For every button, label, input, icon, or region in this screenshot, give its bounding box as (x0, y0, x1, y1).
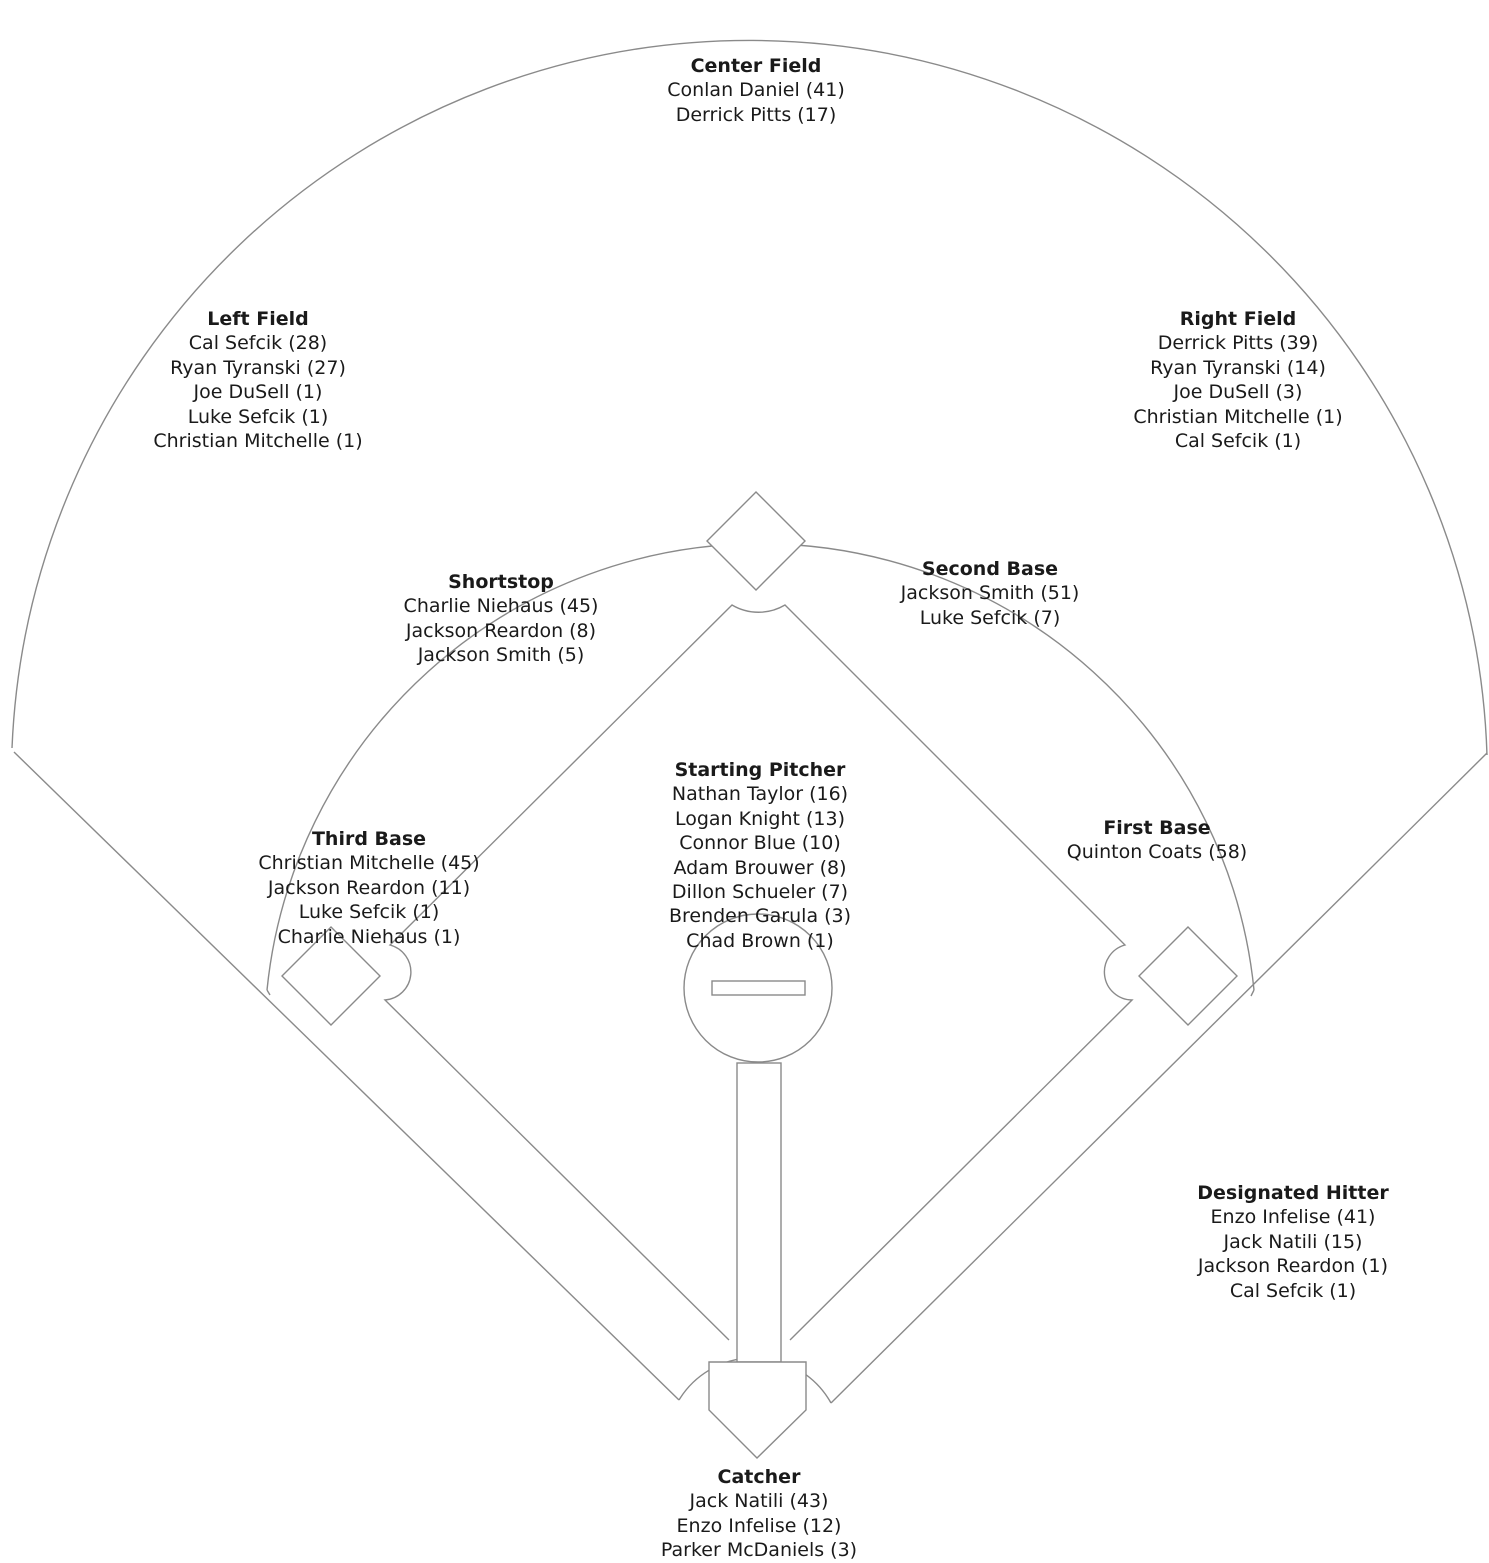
player-entry: Jackson Smith (5) (417, 644, 585, 667)
inner-diamond (383, 604, 1134, 1341)
player-entry: Chad Brown (1) (686, 929, 834, 952)
player-entry: Ryan Tyranski (14) (1150, 356, 1326, 379)
player-entry: Joe DuSell (1) (193, 381, 323, 404)
position-title: Shortstop (448, 571, 554, 593)
pitchers-rubber (711, 980, 806, 996)
player-entry: Derrick Pitts (17) (675, 103, 837, 126)
position-title: Third Base (311, 828, 427, 850)
player-entry: Jackson Smith (51) (900, 582, 1080, 605)
player-entry: Luke Sefcik (1) (298, 901, 440, 924)
player-entry: Joe DuSell (3) (1173, 381, 1303, 404)
player-entry: Jackson Reardon (8) (405, 619, 597, 642)
player-list: Nathan Taylor (16)Logan Knight (13)Conno… (645, 782, 875, 953)
player-entry: Dillon Schueler (7) (671, 881, 849, 904)
position-title: Catcher (717, 1466, 801, 1488)
right-foul-line (830, 752, 1488, 1404)
position-title: Left Field (207, 308, 309, 330)
player-entry: Luke Sefcik (7) (919, 606, 1061, 629)
player-list: Jack Natili (43)Enzo Infelise (12)Parker… (646, 1489, 872, 1562)
position-third-base: Third Base Christian Mitchelle (45)Jacks… (236, 827, 502, 949)
player-list: Jackson Smith (51)Luke Sefcik (7) (885, 581, 1095, 630)
player-entry: Cal Sefcik (28) (188, 332, 328, 355)
player-entry: Cal Sefcik (1) (1229, 1279, 1357, 1302)
player-entry: Derrick Pitts (39) (1157, 332, 1319, 355)
player-entry: Connor Blue (10) (679, 832, 841, 855)
infield-arc-right-edge (1250, 989, 1255, 997)
position-title: Second Base (921, 558, 1059, 580)
player-list: Cal Sefcik (28)Ryan Tyranski (27)Joe DuS… (138, 331, 378, 453)
player-entry: Jackson Reardon (11) (267, 876, 471, 899)
player-list: Christian Mitchelle (45)Jackson Reardon … (236, 851, 502, 949)
second-base (706, 491, 806, 591)
player-entry: Jackson Reardon (1) (1197, 1255, 1389, 1278)
position-title: Starting Pitcher (674, 759, 846, 781)
player-entry: Adam Brouwer (8) (673, 856, 847, 879)
player-list: Charlie Niehaus (45)Jackson Reardon (8)J… (386, 594, 616, 667)
position-shortstop: Shortstop Charlie Niehaus (45)Jackson Re… (386, 570, 616, 668)
player-entry: Jack Natili (15) (1223, 1230, 1363, 1253)
player-entry: Enzo Infelise (41) (1210, 1206, 1376, 1229)
third-base (281, 926, 381, 1026)
position-title: Designated Hitter (1197, 1182, 1389, 1204)
position-second-base: Second Base Jackson Smith (51)Luke Sefci… (885, 557, 1095, 630)
player-entry: Charlie Niehaus (1) (277, 925, 461, 948)
position-right-field: Right Field Derrick Pitts (39)Ryan Tyran… (1118, 307, 1358, 453)
player-entry: Quinton Coats (58) (1066, 841, 1248, 864)
position-catcher: Catcher Jack Natili (43)Enzo Infelise (1… (646, 1465, 872, 1563)
player-entry: Conlan Daniel (41) (667, 79, 845, 102)
player-entry: Ryan Tyranski (27) (170, 356, 346, 379)
player-entry: Christian Mitchelle (1) (153, 430, 363, 453)
player-entry: Nathan Taylor (16) (671, 783, 849, 806)
player-list: Conlan Daniel (41)Derrick Pitts (17) (656, 78, 856, 127)
position-starting-pitcher: Starting Pitcher Nathan Taylor (16)Logan… (645, 758, 875, 953)
outfield-fence (11, 39, 1488, 756)
player-entry: Logan Knight (13) (674, 807, 846, 830)
position-title: Right Field (1179, 308, 1297, 330)
position-designated-hitter: Designated Hitter Enzo Infelise (41)Jack… (1180, 1181, 1406, 1303)
position-first-base: First Base Quinton Coats (58) (1050, 816, 1264, 865)
pitchers-path (736, 1062, 782, 1363)
home-plate (708, 1361, 807, 1459)
position-left-field: Left Field Cal Sefcik (28)Ryan Tyranski … (138, 307, 378, 453)
infield-arc-left-edge (266, 989, 271, 996)
first-base (1138, 926, 1238, 1026)
player-entry: Enzo Infelise (12) (676, 1514, 842, 1537)
player-entry: Brenden Garula (3) (668, 905, 852, 928)
position-title: First Base (1103, 817, 1211, 839)
player-entry: Parker McDaniels (3) (660, 1539, 858, 1562)
left-foul-line (13, 751, 680, 1401)
player-list: Enzo Infelise (41)Jack Natili (15)Jackso… (1180, 1205, 1406, 1303)
player-entry: Jack Natili (43) (689, 1490, 829, 1513)
player-list: Derrick Pitts (39)Ryan Tyranski (14)Joe … (1118, 331, 1358, 453)
player-entry: Charlie Niehaus (45) (403, 595, 599, 618)
player-entry: Christian Mitchelle (1) (1133, 405, 1343, 428)
player-entry: Luke Sefcik (1) (187, 405, 329, 428)
player-entry: Cal Sefcik (1) (1174, 430, 1302, 453)
position-title: Center Field (690, 55, 822, 77)
player-list: Quinton Coats (58) (1050, 840, 1264, 864)
player-entry: Christian Mitchelle (45) (258, 852, 480, 875)
position-center-field: Center Field Conlan Daniel (41)Derrick P… (656, 54, 856, 127)
